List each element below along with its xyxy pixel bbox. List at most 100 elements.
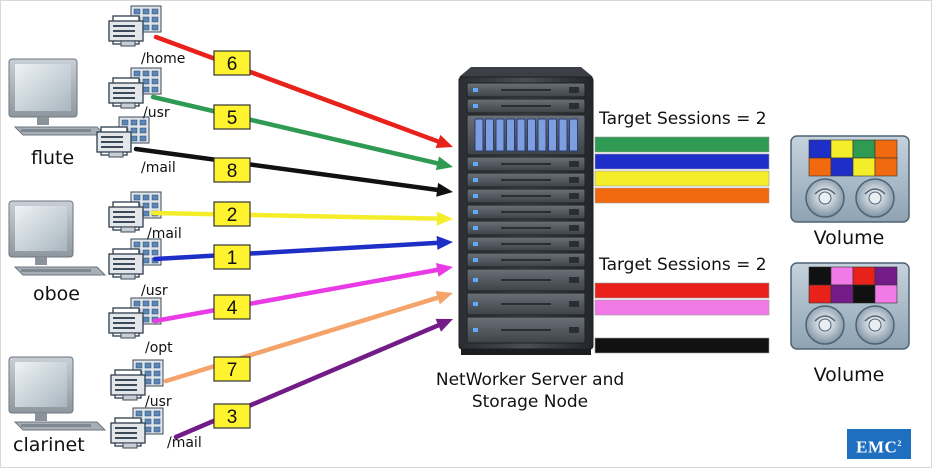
saveset-path-label: /opt: [145, 340, 173, 356]
tape-data-block: [852, 284, 876, 304]
tape-data-block: [808, 266, 832, 286]
client-name-oboe: oboe: [33, 283, 80, 305]
session-number: 4: [227, 298, 238, 319]
session-arrow: [152, 240, 440, 262]
rack-unit: [466, 252, 586, 268]
rack-unit: [466, 316, 586, 344]
session-arrowhead: [436, 182, 453, 197]
session-arrowhead: [435, 290, 453, 305]
session-arrow: [150, 210, 440, 221]
session-arrowhead: [435, 134, 453, 149]
file-server-icon: [110, 407, 164, 449]
session-number-box: 8: [213, 157, 251, 183]
session-stripe: [594, 153, 770, 170]
tape-data-block: [830, 157, 854, 177]
client-computer-clarinet: [8, 356, 107, 431]
session-number-box: 5: [213, 104, 251, 130]
tape-data-block: [830, 139, 854, 159]
tape-data-block: [874, 266, 898, 286]
server-label-line2: Storage Node: [472, 392, 588, 412]
tape-volume-icon: [790, 135, 910, 223]
server-label-line1: NetWorker Server and: [436, 370, 624, 390]
rack-unit: [466, 268, 586, 292]
session-number: 1: [227, 248, 238, 269]
tape-data-block: [808, 284, 832, 304]
file-server-icon: [108, 5, 162, 47]
session-arrowhead: [436, 235, 453, 250]
session-stripe: [594, 337, 770, 354]
file-server-icon: [108, 67, 162, 109]
rack-unit: [466, 172, 586, 188]
volume-label: Volume: [814, 227, 885, 249]
rack-unit: [466, 98, 586, 114]
session-arrowhead: [436, 211, 453, 226]
session-number-box: 7: [213, 356, 251, 382]
file-server-icon: [110, 359, 164, 401]
saveset-path-label: /usr: [141, 283, 168, 299]
session-arrowhead: [436, 262, 453, 277]
tape-data-block: [852, 157, 876, 177]
tape-data-block: [852, 266, 876, 286]
session-arrows: [133, 34, 453, 440]
session-arrowhead: [435, 318, 453, 332]
volume-label: Volume: [814, 364, 885, 386]
session-stripe: [594, 170, 770, 187]
session-stripe: [594, 187, 770, 204]
tape-data-block: [808, 157, 832, 177]
session-number: 5: [227, 108, 238, 129]
session-number: 7: [227, 360, 238, 381]
emc-logo: EMC2: [847, 429, 911, 459]
session-number-box: 6: [213, 50, 251, 76]
session-number: 3: [227, 407, 238, 428]
session-arrowhead: [435, 156, 453, 171]
session-number: 2: [227, 205, 238, 226]
session-number-box: 2: [213, 201, 251, 227]
saveset-path-label: /mail: [147, 226, 182, 242]
client-name-clarinet: clarinet: [13, 434, 85, 456]
tape-data-block: [830, 266, 854, 286]
rack-unit: [466, 188, 586, 204]
tape-data-block: [808, 139, 832, 159]
tape-data-block: [874, 157, 898, 177]
saveset-path-label: /usr: [143, 105, 170, 121]
tape-data-block: [874, 139, 898, 159]
session-number: 6: [227, 54, 238, 75]
rack-unit: [466, 292, 586, 316]
session-arrow: [133, 146, 440, 193]
session-number-box: 1: [213, 244, 251, 270]
saveset-icons: [96, 5, 164, 449]
session-number: 8: [227, 161, 238, 182]
session-arrow: [152, 267, 440, 324]
saveset-path-label: /usr: [145, 394, 172, 410]
file-server-icon: [96, 116, 150, 158]
client-computer-oboe: [8, 200, 107, 276]
client-name-flute: flute: [31, 147, 74, 169]
tape-data-block: [874, 284, 898, 304]
saveset-path-label: /mail: [141, 160, 176, 176]
rack-unit: [466, 236, 586, 252]
session-arrow: [150, 94, 440, 166]
session-arrow: [163, 295, 440, 384]
tape-data-block: [830, 284, 854, 304]
session-stripe: [594, 282, 770, 299]
tape-volume-icon: [790, 262, 910, 350]
rack-unit: [466, 204, 586, 220]
file-server-icon: [108, 238, 162, 280]
target-sessions-label: Target Sessions = 2: [598, 255, 767, 275]
networker-server-rack: [458, 67, 594, 355]
session-number-box: 4: [213, 294, 251, 320]
session-arrow: [153, 34, 441, 144]
session-number-box: 3: [213, 403, 251, 429]
rack-unit: [466, 220, 586, 236]
session-stripe: [594, 136, 770, 153]
rack-unit: [466, 82, 586, 98]
file-server-icon: [108, 297, 162, 339]
session-stripe: [594, 299, 770, 316]
client-computer-flute: [8, 58, 107, 136]
saveset-path-label: /mail: [167, 435, 202, 451]
tape-data-block: [852, 139, 876, 159]
rack-unit: [466, 156, 586, 172]
target-sessions-label: Target Sessions = 2: [598, 109, 767, 129]
